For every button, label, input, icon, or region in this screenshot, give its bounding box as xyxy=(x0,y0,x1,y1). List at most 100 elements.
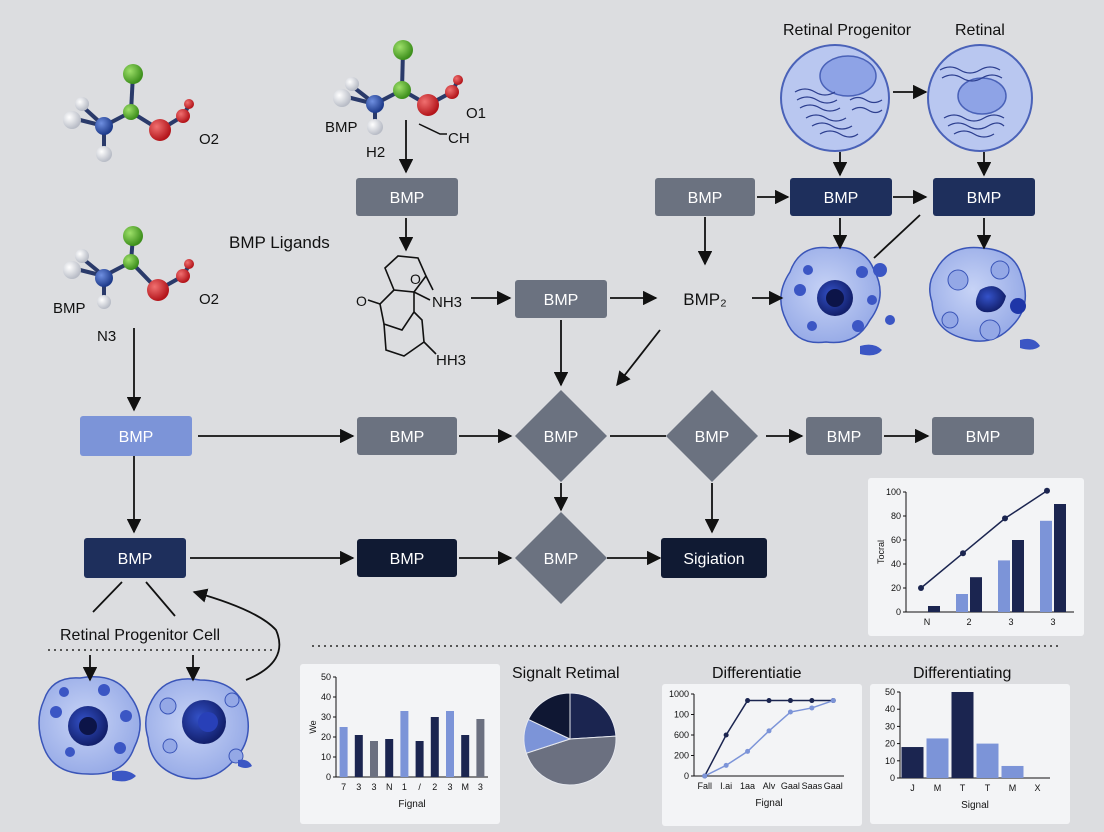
chart4-x-tick-label: Gaal xyxy=(781,781,800,791)
chart4-point xyxy=(809,698,815,704)
chart5-y-tick-label: 0 xyxy=(890,773,895,783)
node-bmp-dark-mid[interactable]: BMP xyxy=(357,539,457,577)
chart4-x-tick-label: I.ai xyxy=(720,781,732,791)
node-sigiation[interactable]: Sigiation xyxy=(661,538,767,578)
chart5-x-tick-label: M xyxy=(934,783,942,793)
chart1-x-tick-label: 3 xyxy=(1008,617,1013,627)
node-bmp-row-3[interactable]: BMP xyxy=(932,417,1034,455)
chart1-line-point xyxy=(960,550,966,557)
svg-text:BMP: BMP xyxy=(544,292,579,309)
chart1-bar-series2 xyxy=(1012,540,1024,612)
node-bmp-light[interactable]: BMP xyxy=(80,416,192,456)
ring-hh3-label: HH3 xyxy=(436,352,466,369)
chart1-y-label: Tocral xyxy=(876,540,886,564)
svg-text:BMP: BMP xyxy=(967,190,1002,207)
molecule-3: BMP N3 O2 xyxy=(53,226,219,345)
svg-text:BMP: BMP xyxy=(390,190,425,207)
chart1-bar-series1 xyxy=(956,594,968,612)
m3-n3-label: N3 xyxy=(97,328,116,345)
chart5-x-tick-label: M xyxy=(1009,783,1017,793)
svg-text:BMP: BMP xyxy=(688,190,723,207)
retinal-progenitor-label: Retinal Progenitor xyxy=(783,22,912,39)
chart5-y-tick-label: 20 xyxy=(885,739,895,749)
svg-text:BMP: BMP xyxy=(824,190,859,207)
chart1-y-tick-label: 100 xyxy=(886,487,901,497)
chart5-x-label: Signal xyxy=(961,800,989,811)
chart1-line xyxy=(920,490,1048,589)
chart1-bar-series2 xyxy=(970,577,982,612)
chart2-y-tick-label: 40 xyxy=(321,692,331,702)
diamond-bmp-2[interactable]: BMP xyxy=(666,390,758,482)
chart2-bar xyxy=(400,711,409,777)
node-bmp-navy-2[interactable]: BMP xyxy=(933,178,1035,216)
chart4-x-tick-label: Fall xyxy=(697,781,712,791)
chart5-x-tick-label: J xyxy=(910,783,915,793)
chart4-point xyxy=(766,698,772,704)
chart1-line-point xyxy=(918,585,924,591)
chart2-panel xyxy=(300,664,500,824)
chart2-y-label: We xyxy=(308,720,318,733)
line-cell-to-bmp xyxy=(873,214,921,259)
cell-blob-1 xyxy=(780,246,895,356)
node-bmp-navy-1[interactable]: BMP xyxy=(790,178,892,216)
chart1-y-tick-label: 80 xyxy=(891,511,901,521)
node-bmp-gray-right[interactable]: BMP xyxy=(655,178,755,216)
chart2-x-tick-label: 7 xyxy=(341,782,346,792)
svg-text:BMP: BMP xyxy=(966,429,1001,446)
node-bmp-row-1[interactable]: BMP xyxy=(357,417,457,455)
chart4-x-tick-label: 1aa xyxy=(740,781,755,791)
chart5-x-tick-label: T xyxy=(960,783,966,793)
chart4-panel xyxy=(662,684,862,826)
chart2-bar xyxy=(461,735,470,777)
chart2-x-tick-label: 1 xyxy=(402,782,407,792)
chart4-point xyxy=(809,705,815,711)
chart4-point xyxy=(745,748,751,754)
line-left-1 xyxy=(92,581,123,613)
svg-text:BMP: BMP xyxy=(390,429,425,446)
diamond-bmp-1[interactable]: BMP xyxy=(515,390,607,482)
chart1-x-tick-label: 2 xyxy=(966,617,971,627)
chart2-bar xyxy=(370,741,378,777)
m2-ch-label: CH xyxy=(448,130,470,147)
chart2-bar xyxy=(415,741,424,777)
svg-text:BMP: BMP xyxy=(544,551,579,568)
cell-retinal-progenitor-top xyxy=(780,44,890,152)
ring-structure xyxy=(367,255,437,357)
svg-text:BMP: BMP xyxy=(118,551,153,568)
node-bmp-mid[interactable]: BMP xyxy=(515,280,607,318)
node-bmp-top[interactable]: BMP xyxy=(356,178,458,216)
chart2-y-tick-label: 30 xyxy=(321,712,331,722)
chart5-bar xyxy=(926,738,949,778)
chart5-x-tick-label: X xyxy=(1034,783,1040,793)
chart5-y-tick-label: 30 xyxy=(885,721,895,731)
chart4-point xyxy=(702,773,708,779)
differentiatie-title: Differentiatie xyxy=(712,665,802,682)
ring-o-2: O xyxy=(356,293,367,309)
chart4-x-tick-label: Saas xyxy=(802,781,823,791)
m1-o2-label: O2 xyxy=(199,131,219,148)
chart4-y-tick-label: 200 xyxy=(674,751,689,761)
signal-retinal-title: Signalt Retimal xyxy=(512,665,620,682)
cell-blob-2 xyxy=(929,246,1040,350)
chart2-y-tick-label: 20 xyxy=(321,732,331,742)
m3-o2-label: O2 xyxy=(199,291,219,308)
chart2-x-tick-label: N xyxy=(386,782,393,792)
node-bmp-dark-left[interactable]: BMP xyxy=(84,538,186,578)
chart2-x-tick-label: 3 xyxy=(478,782,483,792)
chart1-line-point xyxy=(1044,487,1050,494)
diamond-bmp-3[interactable]: BMP xyxy=(515,512,607,604)
chart1-y-tick-label: 0 xyxy=(896,607,901,617)
m3-bmp-label: BMP xyxy=(53,300,86,317)
node-bmp-row-2[interactable]: BMP xyxy=(806,417,882,455)
chart4-point xyxy=(723,732,729,738)
chart-pie xyxy=(523,692,617,786)
cell-retinal-top xyxy=(927,44,1033,152)
chart5-bar xyxy=(901,747,924,778)
svg-text:BMP: BMP xyxy=(695,429,730,446)
chart1-bar-series1 xyxy=(998,560,1010,612)
chart5-y-tick-label: 40 xyxy=(885,704,895,714)
chart2-x-tick-label: 3 xyxy=(356,782,361,792)
